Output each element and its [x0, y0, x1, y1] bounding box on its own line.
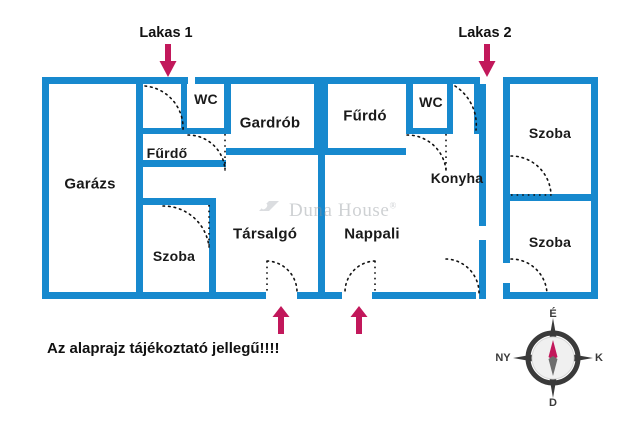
door-swing-wc-left	[187, 134, 227, 172]
door-swing-szoba-bottom-right	[510, 258, 550, 296]
opening-arrow-tarsalgo	[272, 306, 290, 334]
wall-szoba-br-left-upper	[503, 201, 510, 263]
room-label-gardrob: Gardrób	[239, 114, 301, 132]
opening-arrow-nappali	[350, 306, 368, 334]
wall-hall-bottom	[136, 128, 187, 134]
room-label-nappali: Nappali	[344, 225, 400, 243]
wall-garage-right	[136, 77, 143, 299]
wall-outer-bottom-right	[507, 292, 598, 299]
door-swing-szoba-top-right	[510, 155, 554, 197]
room-label-tarsalgo: Társalgó	[232, 225, 298, 243]
room-label-szoba-bottom-right: Szoba	[528, 234, 572, 250]
wall-szoba-left-right	[209, 198, 216, 299]
wall-outer-left	[42, 77, 49, 299]
disclaimer-note: Az alaprajz tájékoztató jellegű!!!!	[47, 340, 280, 357]
watermark-text: Duna House®	[289, 199, 397, 221]
wall-right-wing-divider-lower	[479, 240, 486, 299]
wall-szoba-tr-left	[503, 77, 510, 200]
wall-entry2-hall-right	[474, 84, 479, 134]
wall-tarsalgo-nappali-divider	[318, 148, 325, 299]
wall-outer-right	[591, 77, 598, 299]
door-swing-nappali-bottom	[342, 260, 376, 294]
wall-outer-top-right	[503, 77, 598, 84]
wall-right-wing-divider-upper	[479, 84, 486, 226]
wall-szoba-tr-bottom	[503, 194, 598, 201]
entry-label-lakas-2: Lakas 2	[458, 25, 512, 41]
wall-szoba-br-left-lower	[503, 283, 510, 299]
wall-szoba-left-top	[136, 198, 216, 205]
compass-rose: É D K NY	[495, 308, 603, 409]
wall-wc-left-right	[224, 84, 231, 134]
duna-house-logo-icon	[256, 198, 282, 223]
room-label-wc-left: WC	[194, 91, 218, 107]
door-swing-entry-2	[453, 84, 478, 134]
wall-outer-top-left	[42, 77, 188, 84]
wall-furdo-right-left	[321, 84, 328, 154]
room-label-garazs: Garázs	[64, 175, 116, 193]
door-swing-nappali-right	[445, 258, 481, 296]
wall-furdo-right-right	[406, 84, 413, 130]
compass-label-east: K	[595, 352, 603, 364]
entry-label-lakas-1: Lakas 1	[139, 25, 193, 41]
wall-wc-right-right	[447, 84, 453, 134]
compass-label-south: D	[549, 397, 557, 409]
wall-furdo-right-bottom	[321, 148, 406, 155]
compass-needle-icon	[548, 340, 558, 376]
room-label-szoba-top-right: Szoba	[528, 125, 572, 141]
wall-wc-left-bottom	[187, 128, 231, 134]
room-label-szoba-left: Szoba	[152, 248, 196, 264]
door-swing-wc-right	[406, 134, 448, 172]
wall-furdo-left-bottom	[136, 160, 226, 167]
wall-gardrob-bottom	[226, 148, 321, 155]
wall-outer-top-mid	[195, 77, 480, 84]
watermark: Duna House®	[256, 198, 397, 223]
room-label-konyha: Konyha	[430, 170, 484, 186]
wall-outer-bottom-left	[42, 292, 266, 299]
door-swing-tarsalgo-bottom	[266, 260, 300, 294]
door-swing-entry-1	[143, 84, 187, 134]
compass-label-west: NY	[495, 352, 511, 364]
entry-arrow-lakas-1	[159, 44, 177, 78]
door-swing-szoba-left	[162, 205, 212, 249]
wall-hall-right	[181, 84, 187, 134]
room-label-furdo-left: Fűrdő	[146, 145, 188, 161]
compass-label-north: É	[549, 308, 557, 320]
wall-outer-bottom-mid-2	[372, 292, 476, 299]
wall-gardrob-right	[314, 84, 321, 155]
wall-wc-right-bottom	[406, 128, 453, 134]
room-label-wc-right: WC	[419, 94, 443, 110]
room-label-furdo-right: Fűrdó	[343, 107, 387, 125]
watermark-registered-mark: ®	[389, 200, 397, 211]
entry-arrow-lakas-2	[478, 44, 496, 78]
